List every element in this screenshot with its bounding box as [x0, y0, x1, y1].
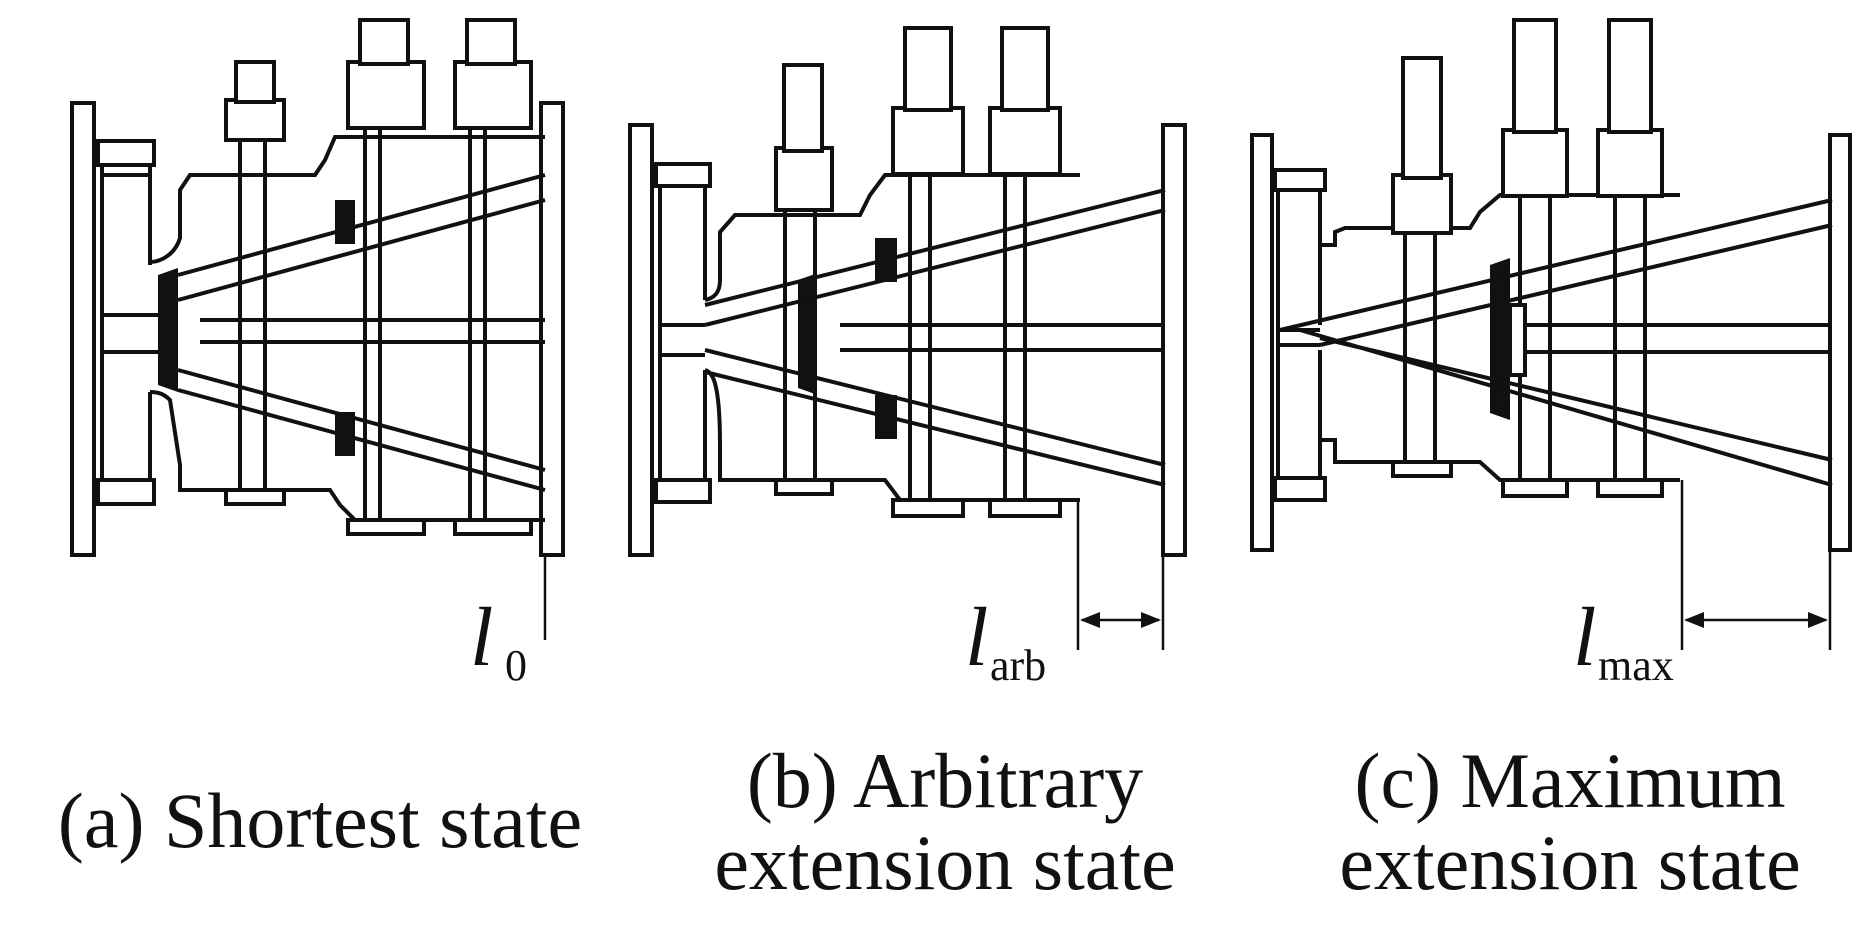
panel-c-piston-head — [1508, 303, 1527, 377]
panel-a-upper-pad — [335, 200, 355, 244]
panel-b-base3 — [988, 498, 1062, 518]
panel-a-bolt2-nut — [346, 60, 426, 130]
panel-b-base1 — [774, 478, 834, 496]
panel-c-length-subscript: max — [1598, 641, 1674, 690]
panel-c-left-plate — [1250, 133, 1274, 552]
panel-a-mechanism — [70, 18, 565, 557]
panel-b-caption-line-2: extension state — [714, 819, 1176, 906]
panel-b-lower-pad — [875, 395, 897, 439]
panel-c-bolt1-stud — [1401, 56, 1443, 180]
panel-b-length-subscript: arb — [990, 641, 1046, 690]
panel-c-bolt2-stud — [1512, 18, 1558, 134]
panel-c-length-label: l max — [1573, 591, 1674, 690]
panel-b-left-flange — [658, 168, 707, 500]
panel-a-base1 — [224, 488, 286, 506]
panel-b-bolt2-nut — [891, 106, 965, 176]
panel-b-upper-pad — [875, 238, 897, 282]
panel-a-top-nut — [96, 139, 156, 167]
panel-a-length-subscript: 0 — [505, 641, 527, 690]
panel-b-center-column — [660, 323, 705, 357]
panel-a-bolt3-nut — [453, 60, 533, 130]
panel-c-bottom-nut — [1273, 476, 1327, 502]
panel-c-right-plate — [1828, 133, 1852, 552]
panel-a-bottom-nut — [96, 478, 156, 506]
panel-c-diagonal-struts — [1279, 198, 1833, 487]
panel-b-bolt2-stud — [903, 26, 953, 112]
panel-a-length-symbol: l — [470, 591, 493, 684]
panel-c-top-nut — [1273, 168, 1327, 192]
panel-a-bolt1-nut — [224, 98, 286, 142]
panel-b-caption-line-1: (b) Arbitrary — [746, 737, 1144, 824]
panel-b-top-nut — [654, 162, 712, 188]
panel-c-hinge-block — [1490, 258, 1510, 420]
panel-a-right-plate — [539, 101, 565, 557]
panel-a-lower-pad — [335, 412, 355, 456]
panel-b-diagonal-struts — [704, 188, 1166, 487]
panel-b-dimension-arrows — [1080, 612, 1161, 628]
panel-a-left-plate — [70, 101, 96, 557]
panel-a-base2 — [346, 518, 426, 536]
panel-c-length-symbol: l — [1573, 591, 1596, 684]
panel-c-caption-line-1: (c) Maximum — [1354, 737, 1786, 824]
panel-a-caption: (a) Shortest state — [10, 780, 630, 862]
panel-b-piston-rod — [840, 323, 1165, 352]
panel-c-bolt3-stud — [1607, 18, 1653, 134]
panel-c-bolt1-nut — [1391, 173, 1453, 235]
panel-c-mechanism — [1250, 18, 1852, 650]
panel-c-left-flange — [1276, 170, 1322, 500]
panel-c-caption-line-2: extension state — [1339, 819, 1801, 906]
panel-c-piston-rod — [1525, 323, 1832, 354]
panel-c-bolt3-nut — [1596, 128, 1664, 198]
panel-b-bolt1-stud — [782, 63, 824, 153]
panel-b-hinge-block — [798, 274, 815, 394]
panel-a-base3 — [453, 518, 533, 536]
panel-b-base2 — [891, 498, 965, 518]
panel-b-caption: (b) Arbitrary extension state — [665, 740, 1225, 904]
panel-a-left-flange — [100, 148, 152, 500]
panel-c-caption: (c) Maximum extension state — [1290, 740, 1850, 904]
panel-b-length-symbol: l — [965, 591, 988, 684]
panel-a-diagonal-struts — [177, 173, 546, 492]
panel-a-piston-rod — [200, 318, 545, 344]
panel-b-bolt3-stud — [1000, 26, 1050, 112]
panel-b-bolt3-nut — [988, 106, 1062, 176]
panel-c-dimension-lines — [1680, 480, 1832, 650]
panel-c-base3 — [1596, 478, 1664, 498]
panel-b-mechanism — [628, 26, 1187, 650]
panel-b-length-label: l arb — [965, 591, 1046, 690]
panel-a-bolt1-stud — [234, 60, 276, 104]
panel-c-base2 — [1501, 478, 1569, 498]
panel-c-base1 — [1391, 460, 1453, 478]
panel-a-housing — [149, 135, 545, 522]
panel-c-bolt2-nut — [1501, 128, 1569, 198]
panel-b-left-plate — [628, 123, 654, 557]
panel-b-right-plate — [1161, 123, 1187, 557]
panel-b-bottom-nut — [654, 478, 712, 504]
panel-a-bolt2-stud — [358, 18, 410, 66]
panel-a-hinge-block — [158, 268, 178, 392]
panel-a-bolt3-stud — [465, 18, 517, 66]
panel-b-dimension-lines — [1076, 500, 1165, 650]
panel-a-length-label: l 0 — [470, 591, 527, 690]
panel-b-bolt1-nut — [774, 146, 834, 212]
panel-a-center-column — [102, 313, 158, 354]
panel-a-caption-line-1: (a) Shortest state — [57, 777, 583, 864]
panel-c-bolt-shafts — [1403, 20, 1647, 495]
